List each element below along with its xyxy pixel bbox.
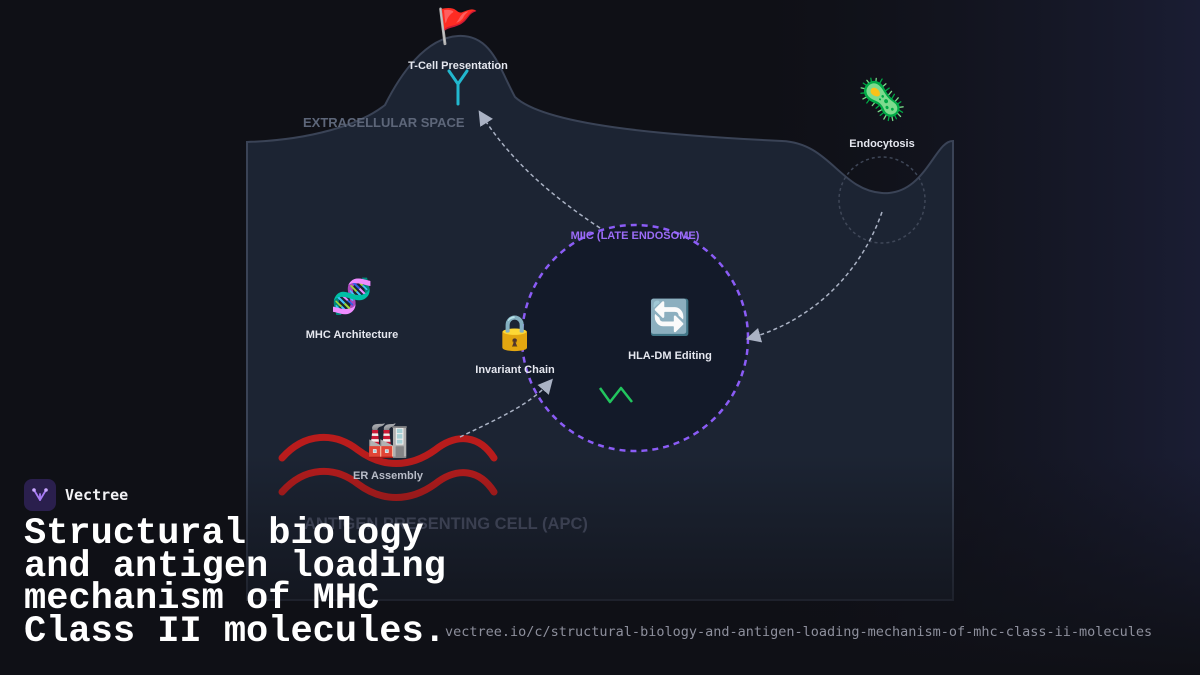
node-mhc-architecture[interactable]: MHC Architecture bbox=[305, 329, 399, 341]
endocytic-vesicle bbox=[838, 156, 926, 244]
zone-apc: ANTIGEN PRESENTING CELL (APC) bbox=[304, 515, 588, 533]
vectree-logo-icon bbox=[24, 479, 56, 511]
miic-compartment bbox=[520, 223, 750, 453]
node-endocytosis[interactable]: Endocytosis bbox=[849, 138, 915, 150]
node-er-assembly[interactable]: ER Assembly bbox=[353, 470, 423, 482]
page-url[interactable]: vectree.io/c/structural-biology-and-anti… bbox=[445, 624, 1153, 640]
lock-icon: 🔒 bbox=[493, 314, 537, 352]
page-title: Structural biology and antigen loading m… bbox=[24, 513, 446, 653]
zone-endosome: MIIC (LATE ENDOSOME) bbox=[570, 230, 700, 242]
arrow-endosome-to-surface bbox=[478, 110, 601, 229]
microbe-icon: 🦠 bbox=[857, 78, 907, 122]
factory-icon: 🏭 bbox=[366, 421, 410, 459]
brand[interactable]: Vectree bbox=[24, 479, 128, 511]
tcr-receptor-icon bbox=[447, 69, 469, 106]
dna-icon: 🧬 bbox=[330, 278, 374, 316]
cycle-arrows-icon: 🔄 bbox=[648, 299, 692, 337]
zone-extracellular: EXTRACELLULAR SPACE bbox=[303, 115, 465, 130]
arrow-endocytosis-to-endosome bbox=[745, 211, 883, 343]
node-hla-dm-editing[interactable]: HLA-DM Editing bbox=[628, 350, 712, 362]
node-invariant-chain[interactable]: Invariant Chain bbox=[475, 364, 555, 376]
node-tcell-presentation[interactable]: T-Cell Presentation bbox=[408, 60, 508, 72]
brand-name: Vectree bbox=[65, 486, 129, 504]
arrow-er-to-invariant bbox=[459, 378, 553, 438]
flag-icon: 🚩 bbox=[436, 8, 480, 46]
peptide-icon bbox=[598, 386, 633, 404]
